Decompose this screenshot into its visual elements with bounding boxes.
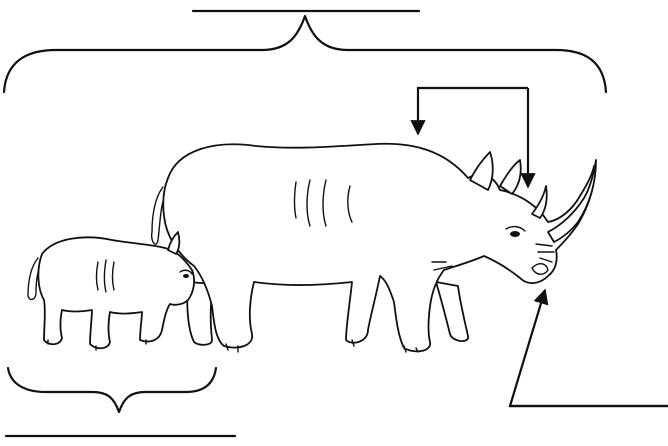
top-group-brace — [4, 16, 606, 92]
calf-brace — [8, 368, 216, 412]
mouth-leader-line — [510, 290, 668, 406]
adult-rhinoceros-icon — [152, 144, 596, 352]
back-arrow — [418, 88, 528, 134]
calf-rhinoceros-icon — [28, 232, 194, 350]
